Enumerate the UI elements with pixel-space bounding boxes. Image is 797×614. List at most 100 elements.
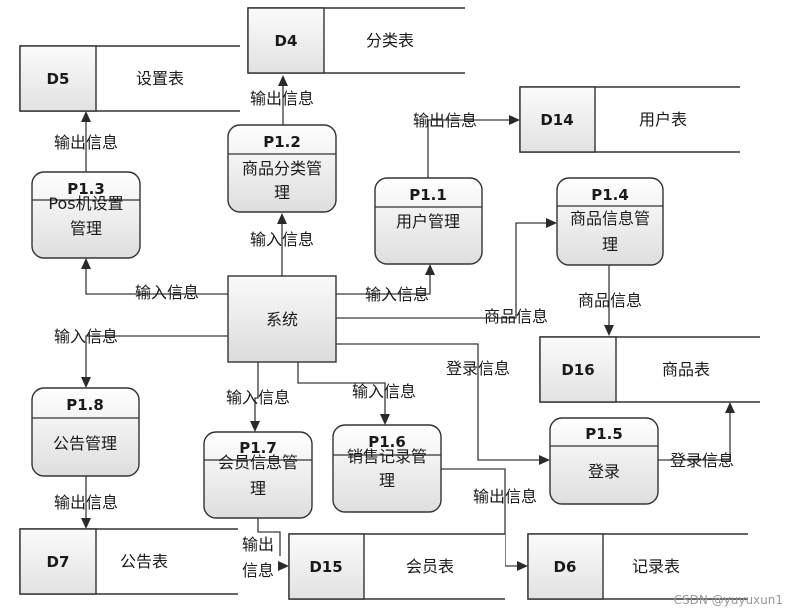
flow-p15-d16 [658, 412, 731, 461]
flow-sys-p17 [254, 362, 259, 422]
process-p14: P1.4 商品信息管 理 [556, 177, 664, 266]
store-id: D16 [561, 361, 594, 379]
system-box [227, 275, 337, 363]
flow-label: 输入信息 [135, 283, 199, 302]
flow-sys-p18 [85, 335, 228, 378]
flow-label: 输入信息 [352, 382, 416, 401]
flow-sys-p11 [336, 274, 431, 295]
store-id: D6 [554, 558, 577, 576]
flow-label: 输出 [242, 535, 274, 554]
process-name-line1: 会员信息管 [218, 453, 298, 472]
arrow-head [425, 264, 435, 275]
flow-label: 商品信息 [578, 291, 642, 310]
flow-lines [81, 75, 735, 571]
arrow-head [81, 518, 91, 529]
process-name-line2: 理 [250, 479, 266, 498]
flow-label: 输入信息 [226, 388, 290, 407]
process-name-line2: 理 [379, 471, 395, 490]
flow-label: 输出信息 [473, 487, 537, 506]
store-id-cell [19, 45, 97, 112]
process-box [556, 177, 664, 266]
flow-sys-p13 [85, 268, 228, 295]
store-id: D4 [275, 32, 298, 50]
flow-label: 输入信息 [54, 327, 118, 346]
process-name-line1: 商品分类管 [242, 159, 322, 178]
process-id: P1.3 [67, 180, 105, 198]
flow-labels: 输出信息 输出信息 输出信息 输入信息 输入信息 输入信息 商品信息 商品信息 … [54, 89, 734, 580]
process-id: P1.5 [585, 425, 623, 443]
arrow-head [725, 402, 735, 413]
process-box [31, 171, 141, 259]
process-box [374, 177, 483, 265]
arrow-head [278, 75, 288, 86]
process-p11: P1.1 用户管理 [374, 177, 483, 265]
arrow-head [546, 218, 557, 228]
flow-sys-p16 [297, 362, 386, 415]
store-d15: D15 会员表 [288, 533, 505, 600]
store-name: 会员表 [406, 557, 454, 576]
process-name-line2: 理 [602, 235, 618, 254]
arrow-head [81, 258, 91, 269]
process-p18: P1.8 公告管理 [31, 387, 140, 477]
store-name: 分类表 [366, 31, 414, 50]
flow-label: 登录信息 [670, 451, 734, 470]
process-id: P1.4 [591, 186, 629, 204]
flow-label: 输出信息 [54, 133, 118, 152]
watermark: CSDN @yuyuxun1 [674, 593, 783, 607]
process-name-line1: 登录 [588, 462, 620, 481]
store-id-cell [539, 336, 617, 403]
process-p12: P1.2 商品分类管 理 [227, 124, 337, 213]
store-id-cell [527, 533, 604, 600]
arrow-head [509, 115, 520, 125]
flow-label: 输出信息 [413, 111, 477, 130]
store-id: D5 [47, 70, 70, 88]
arrow-head [277, 213, 287, 224]
flow-label: 输出信息 [54, 493, 118, 512]
process-name-line1: Pos机设置 [48, 194, 123, 213]
flow-label: 登录信息 [446, 359, 510, 378]
system-node: 系统 [227, 275, 337, 363]
store-d5: D5 设置表 [19, 45, 240, 112]
process-box [203, 431, 313, 519]
store-id: D7 [47, 553, 70, 571]
process-p15: P1.5 登录 [549, 417, 659, 505]
flow-label: 输出信息 [250, 89, 314, 108]
flow-label: 信息 [242, 561, 274, 580]
store-id: D15 [309, 558, 342, 576]
arrow-head [539, 455, 550, 465]
store-name: 用户表 [639, 110, 687, 129]
store-id-cell [288, 533, 365, 600]
flow-sys-p14 [336, 222, 547, 319]
process-name-line2: 管理 [70, 219, 102, 238]
arrow-head [517, 561, 528, 571]
process-id: P1.8 [66, 396, 104, 414]
process-p13: P1.3 Pos机设置 管理 [31, 171, 141, 259]
arrow-head [380, 414, 390, 425]
arrow-head [81, 111, 91, 122]
arrow-head [278, 561, 289, 571]
process-p16: P1.6 销售记录管 理 [332, 424, 442, 513]
store-d14: D14 用户表 [519, 86, 740, 153]
store-name: 公告表 [120, 552, 168, 571]
process-box [549, 417, 659, 505]
process-p17: P1.7 会员信息管 理 [203, 431, 313, 519]
store-d7: D7 公告表 [19, 528, 238, 595]
flow-sys-p15 [336, 343, 540, 461]
flow-p17-d15 [257, 518, 281, 556]
process-id: P1.6 [368, 433, 406, 451]
process-box [332, 424, 442, 513]
process-name-line1: 公告管理 [53, 434, 117, 453]
store-id-cell [247, 7, 325, 74]
flow-label: 输入信息 [250, 230, 314, 249]
process-name-line1: 商品信息管 [570, 209, 650, 228]
store-id: D14 [540, 111, 573, 129]
process-name-line2: 理 [274, 183, 290, 202]
process-id: P1.1 [409, 186, 447, 204]
arrow-head [604, 325, 614, 336]
store-d16: D16 商品表 [539, 336, 760, 403]
store-name: 记录表 [632, 557, 680, 576]
process-id: P1.7 [239, 439, 277, 457]
flow-p11-d14 [427, 119, 510, 178]
process-id: P1.2 [263, 133, 301, 151]
